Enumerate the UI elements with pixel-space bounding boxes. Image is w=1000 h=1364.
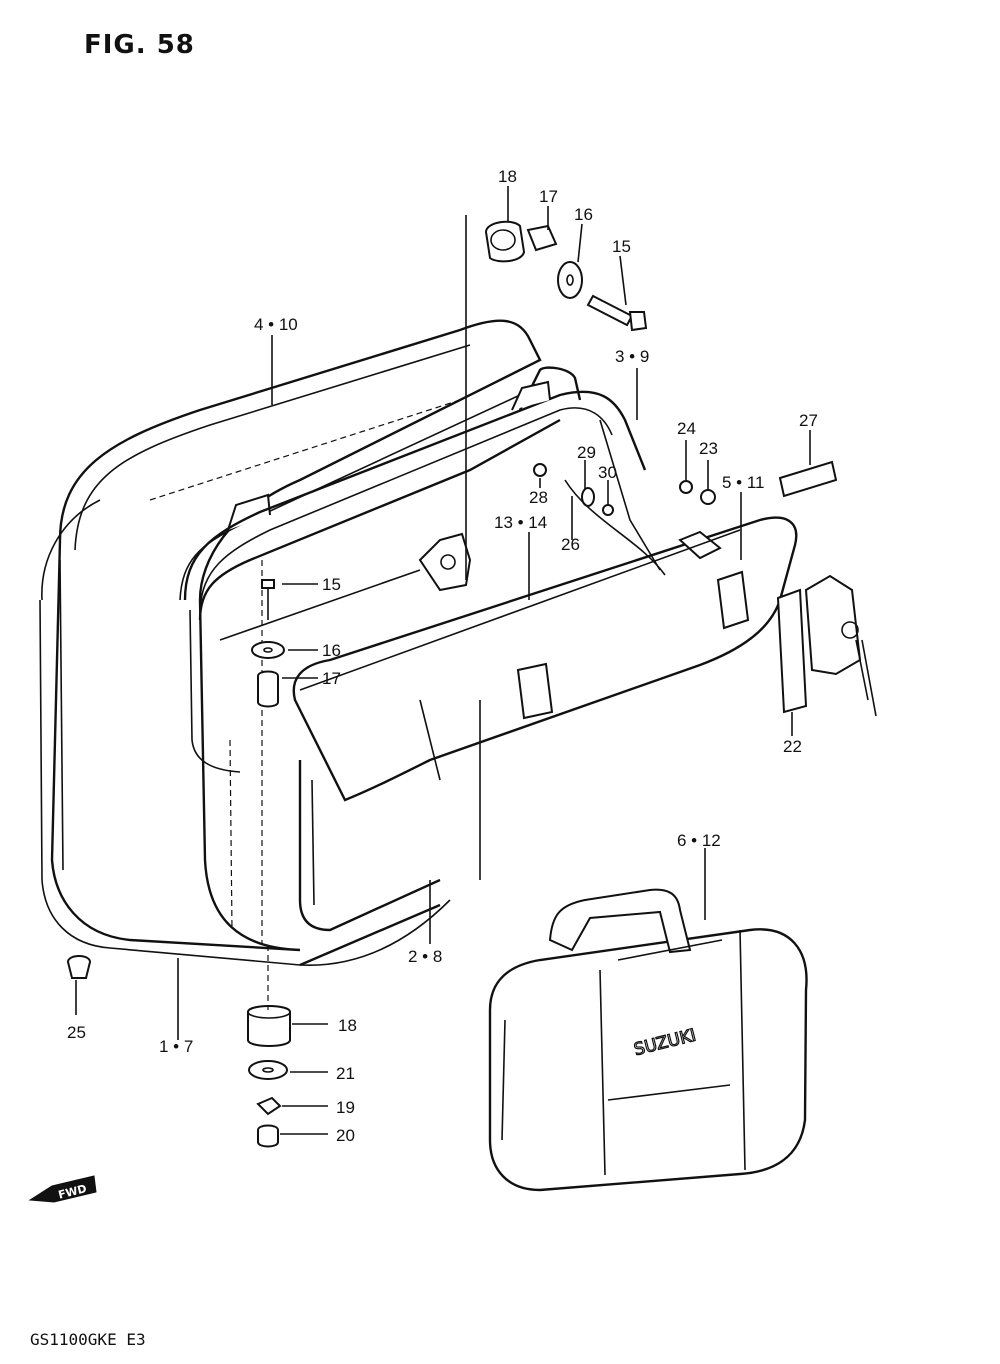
- callout-19: 19: [336, 1098, 355, 1117]
- model-code: GS1100GKE E3: [30, 1330, 146, 1349]
- saddlebag-case: [39, 319, 561, 967]
- callout-1-7: 1 • 7: [159, 1037, 193, 1056]
- callout-24: 24: [677, 419, 696, 438]
- callout-labels: 18 17 16 15 4 • 10 3 • 9 24 23 27 29 30 …: [67, 167, 818, 1145]
- callout-28: 28: [529, 488, 548, 507]
- callout-18-top: 18: [498, 167, 517, 186]
- leader-lines: [75, 186, 811, 1135]
- callout-2-8: 2 • 8: [408, 947, 442, 966]
- callout-27: 27: [799, 411, 818, 430]
- forward-arrow-icon: FWD: [28, 1175, 97, 1203]
- mid-hardware: [251, 579, 285, 708]
- callout-25: 25: [67, 1023, 86, 1042]
- callout-15-mid: 15: [322, 575, 341, 594]
- callout-20: 20: [336, 1126, 355, 1145]
- callout-6-12: 6 • 12: [677, 831, 721, 850]
- bag-brand-text: SUZUKI: [632, 1026, 698, 1061]
- callout-21: 21: [336, 1064, 355, 1083]
- figure-title: FIG. 58: [84, 30, 195, 60]
- callout-17-mid: 17: [322, 669, 341, 688]
- callout-5-11: 5 • 11: [722, 473, 765, 492]
- callout-4-10: 4 • 10: [254, 315, 298, 334]
- callout-13-14: 13 • 14: [494, 513, 547, 532]
- mount-bracket: [418, 532, 472, 592]
- top-hardware: [465, 215, 648, 580]
- callout-23: 23: [699, 439, 718, 458]
- inner-panel: [292, 516, 798, 932]
- callout-16-mid: 16: [322, 641, 341, 660]
- callout-29: 29: [577, 443, 596, 462]
- callout-16-top: 16: [574, 205, 593, 224]
- callout-17-top: 17: [539, 187, 558, 206]
- inner-bag: SUZUKI: [488, 888, 808, 1192]
- bottom-hardware: [66, 945, 291, 1148]
- reflector: [778, 460, 838, 498]
- callout-30: 30: [598, 463, 617, 482]
- callout-15-top: 15: [612, 237, 631, 256]
- callout-18-bot: 18: [338, 1016, 357, 1035]
- saddlebag-lid: [183, 366, 661, 611]
- callout-22: 22: [783, 737, 802, 756]
- lock-assembly: [776, 574, 877, 736]
- callout-3-9: 3 • 9: [615, 347, 649, 366]
- small-parts: [533, 463, 716, 576]
- callout-26: 26: [561, 535, 580, 554]
